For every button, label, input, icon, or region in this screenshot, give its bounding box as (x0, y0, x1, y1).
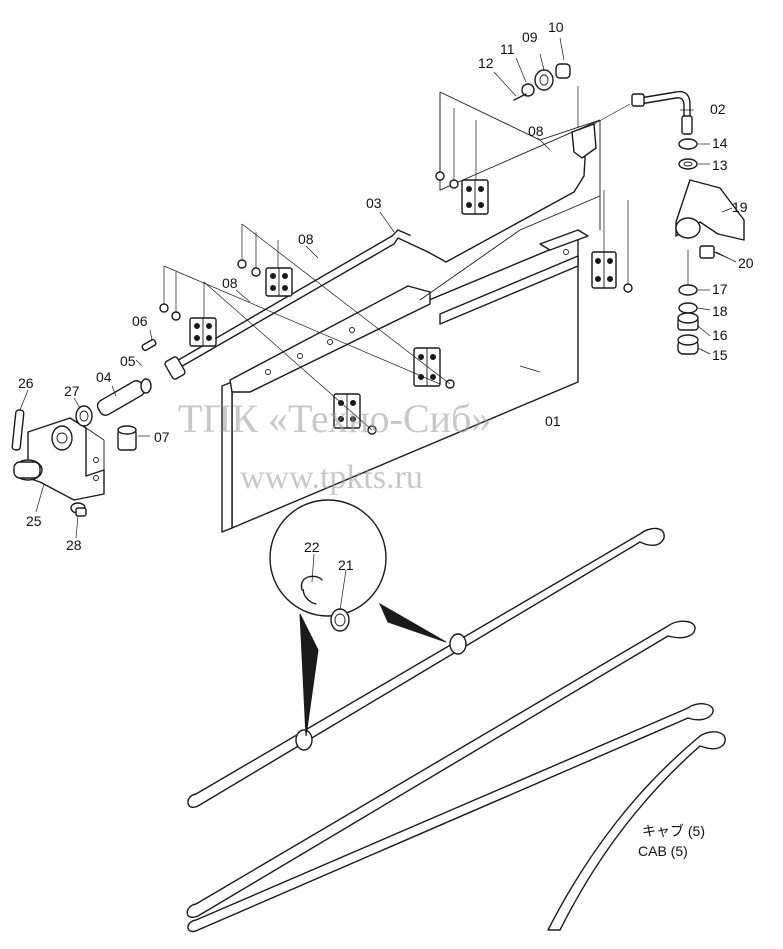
label-19: 19 (732, 199, 748, 215)
rod-end-pins (96, 338, 186, 416)
label-09: 09 (522, 29, 538, 45)
top-small-parts (513, 63, 631, 159)
label-22: 22 (304, 539, 320, 555)
label-02: 02 (710, 101, 726, 117)
label-07: 07 (154, 429, 170, 445)
pin-26 (11, 409, 25, 451)
label-16: 16 (712, 327, 728, 343)
bolt-28 (70, 502, 87, 517)
label-06: 06 (132, 313, 148, 329)
label-01: 01 (545, 413, 561, 429)
label-14: 14 (712, 135, 728, 151)
label-03: 03 (366, 195, 382, 211)
mounting-rail (229, 249, 569, 393)
label-25: 25 (26, 513, 42, 529)
label-28: 28 (66, 537, 82, 553)
washers-nuts-stack (677, 138, 699, 355)
stay-rods (186, 527, 726, 933)
label-20: 20 (738, 255, 754, 271)
label-15: 15 (712, 347, 728, 363)
label-11: 11 (500, 41, 515, 57)
clamp-details (269, 499, 467, 751)
label-27: 27 (64, 383, 80, 399)
hinge-bracket-25 (13, 417, 105, 501)
bracket-19 (675, 179, 745, 241)
guide-lines (163, 94, 629, 431)
part-labels: 01 02 03 04 05 06 07 08 08 08 09 10 11 1… (18, 19, 754, 573)
label-13: 13 (712, 157, 728, 173)
label-12: 12 (478, 55, 494, 71)
label-08-left: 08 (222, 275, 238, 291)
label-26: 26 (18, 375, 34, 391)
watermark: ТПК «Техно-Сиб» www.tpkts.ru (178, 396, 491, 496)
watermark-company: ТПК «Техно-Сиб» (178, 396, 491, 441)
label-17: 17 (712, 281, 728, 297)
hinge-plates (189, 179, 617, 429)
label-04: 04 (96, 369, 112, 385)
watermark-url: www.tpkts.ru (240, 459, 423, 496)
bushing-07 (117, 425, 137, 451)
label-18: 18 (712, 303, 728, 319)
label-08-right: 08 (528, 123, 544, 139)
cab-note-jp: キャブ (5) (642, 823, 705, 839)
cab-note-en: CAB (5) (638, 843, 688, 859)
label-10: 10 (548, 19, 564, 35)
label-leaders (19, 37, 737, 611)
washer-27 (75, 405, 93, 427)
hook-bolt-02 (631, 90, 693, 135)
label-21: 21 (338, 557, 354, 573)
small-fasteners (159, 171, 633, 435)
bolt-20 (699, 245, 729, 259)
label-08-middle: 08 (298, 231, 314, 247)
label-05: 05 (120, 353, 136, 369)
cab-note: キャブ (5) CAB (5) (638, 823, 705, 859)
